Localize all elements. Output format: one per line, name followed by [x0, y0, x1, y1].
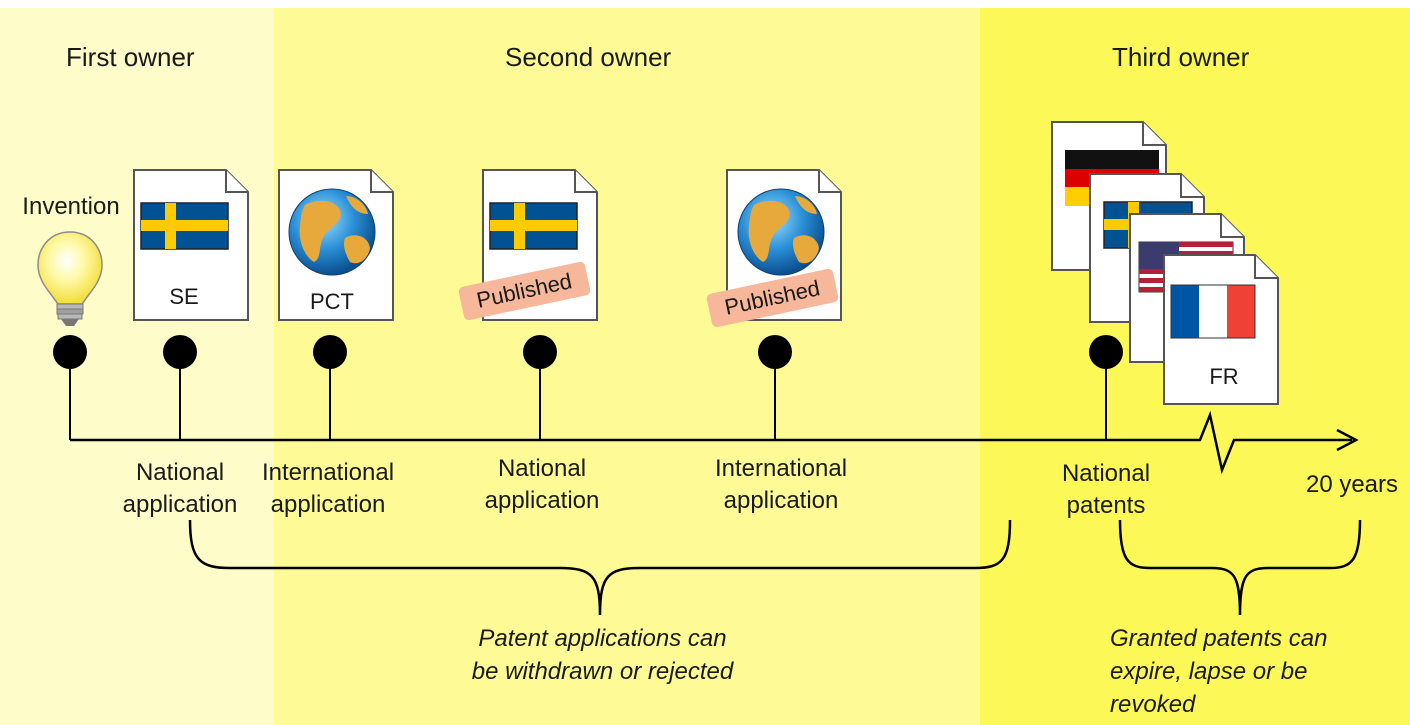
invention-label: Invention [22, 193, 120, 220]
pct-published-marker [758, 335, 792, 369]
patents-note: Granted patents can expire, lapse or be … [1110, 625, 1328, 718]
se-doc-code: SE [169, 284, 199, 309]
national-application-label: National application [122, 459, 238, 518]
international-application-label: International application [261, 459, 395, 518]
france-flag-icon [1170, 284, 1256, 339]
patents-brace [1118, 519, 1362, 616]
first-owner-title: First owner [66, 42, 195, 72]
international-application-label: International application [714, 455, 848, 514]
twenty-years-label: 20 years [1305, 471, 1399, 498]
se-published-marker [523, 335, 557, 369]
pct-application-document [278, 169, 394, 321]
timeline-axis [70, 410, 1359, 475]
lightbulb-icon [37, 231, 103, 326]
se-application-marker [163, 335, 197, 369]
event-markers [53, 335, 1123, 369]
applications-brace [188, 519, 1012, 616]
third-owner-title: Third owner [1112, 42, 1250, 72]
globe-icon [737, 188, 825, 276]
pct-doc-code: PCT [310, 289, 354, 314]
pct-application-marker [313, 335, 347, 369]
national-patents-marker [1089, 335, 1123, 369]
fr-doc-code: FR [1209, 364, 1239, 389]
globe-icon [288, 188, 376, 276]
se-application-document [133, 169, 249, 321]
national-application-label: National application [484, 455, 600, 514]
invention-marker [53, 335, 87, 369]
timeline-pins [69, 352, 1107, 440]
sweden-flag-icon [489, 202, 578, 250]
french-patent-document [1163, 254, 1279, 405]
second-owner-zone [274, 8, 980, 725]
applications-note: Patent applications can be withdrawn or … [471, 625, 734, 685]
second-owner-title: Second owner [505, 42, 672, 72]
first-owner-zone [0, 8, 274, 725]
sweden-flag-icon [140, 202, 229, 250]
national-patents-label: National patents [1061, 460, 1151, 519]
